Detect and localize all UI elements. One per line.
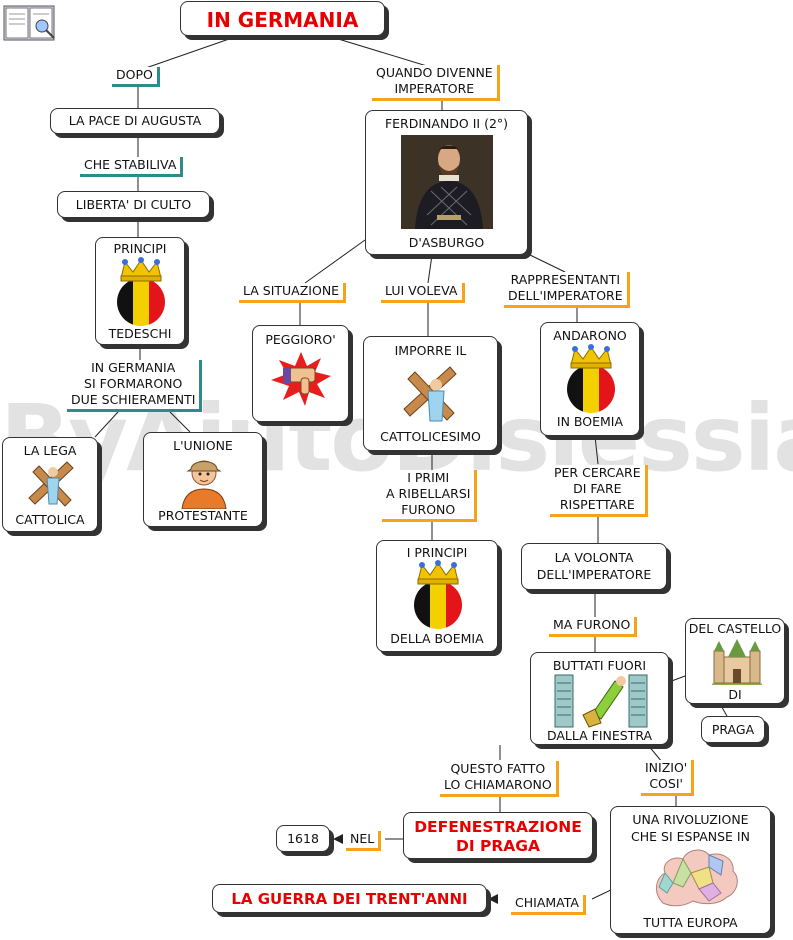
node-ferdinando: FERDINANDO II (2°) D'ASBURGO	[365, 110, 528, 255]
label-dopo: DOPO	[112, 67, 160, 87]
book-icon	[2, 2, 58, 44]
crown-flag-icon	[567, 344, 615, 413]
crucifix-icon	[403, 366, 457, 422]
boy-icon	[181, 460, 227, 509]
node-praga: PRAGA	[701, 716, 765, 743]
node-buttati-fuori: BUTTATI FUORI DALLA FINESTRA	[530, 652, 669, 745]
europe-map-icon	[656, 849, 738, 907]
node-volonta-imperatore: LA VOLONTA DELL'IMPERATORE	[521, 543, 667, 590]
label-inizio: INIZIO'COSI'	[641, 760, 695, 796]
castle-icon	[712, 639, 762, 685]
node-guerra-trentanni: LA GUERRA DEI TRENT'ANNI	[212, 884, 487, 913]
label-nel: NEL	[346, 831, 382, 851]
crucifix-icon	[28, 461, 74, 507]
page-title: IN GERMANIA	[206, 8, 359, 32]
label-situazione: LA SITUAZIONE	[239, 283, 347, 303]
crown-flag-icon	[117, 257, 165, 326]
node-pace-augusta: LA PACE DI AUGUSTA	[50, 108, 220, 134]
node-principi-boemia: I PRINCIPI DELLA BOEMIA	[376, 540, 498, 652]
node-rivoluzione: UNA RIVOLUZIONE CHE SI ESPANSE IN TUTTA …	[610, 806, 771, 934]
node-anno-1618: 1618	[276, 825, 330, 852]
label-furono: MA FURONO	[549, 617, 638, 637]
label-chiamata: CHIAMATA	[511, 895, 586, 915]
node-unione-protestante: L'UNIONE PROTESTANTE	[143, 432, 263, 527]
portrait-image	[401, 135, 493, 229]
label-stabiliva: CHE STABILIVA	[80, 157, 184, 177]
node-lega-cattolica: LA LEGA CATTOLICA	[2, 437, 98, 532]
window-icon	[554, 674, 648, 728]
node-castello: DEL CASTELLO DI	[685, 618, 785, 704]
node-principi-tedeschi: PRINCIPI TEDESCHI	[95, 237, 185, 345]
crown-flag-icon	[414, 560, 462, 629]
thumbs-down-icon	[271, 352, 331, 406]
node-defenestrazione: DEFENESTRAZIONE DI PRAGA	[403, 812, 593, 859]
node-liberta-culto: LIBERTA' DI CULTO	[57, 191, 210, 218]
node-peggioro: PEGGIORO'	[252, 325, 349, 422]
label-voleva: LUI VOLEVA	[381, 283, 465, 303]
node-imporre-cattolicesimo: IMPORRE IL CATTOLICESIMO	[363, 336, 498, 451]
node-andarono-boemia: ANDARONO IN BOEMIA	[540, 322, 640, 436]
title-node: IN GERMANIA	[180, 1, 385, 36]
